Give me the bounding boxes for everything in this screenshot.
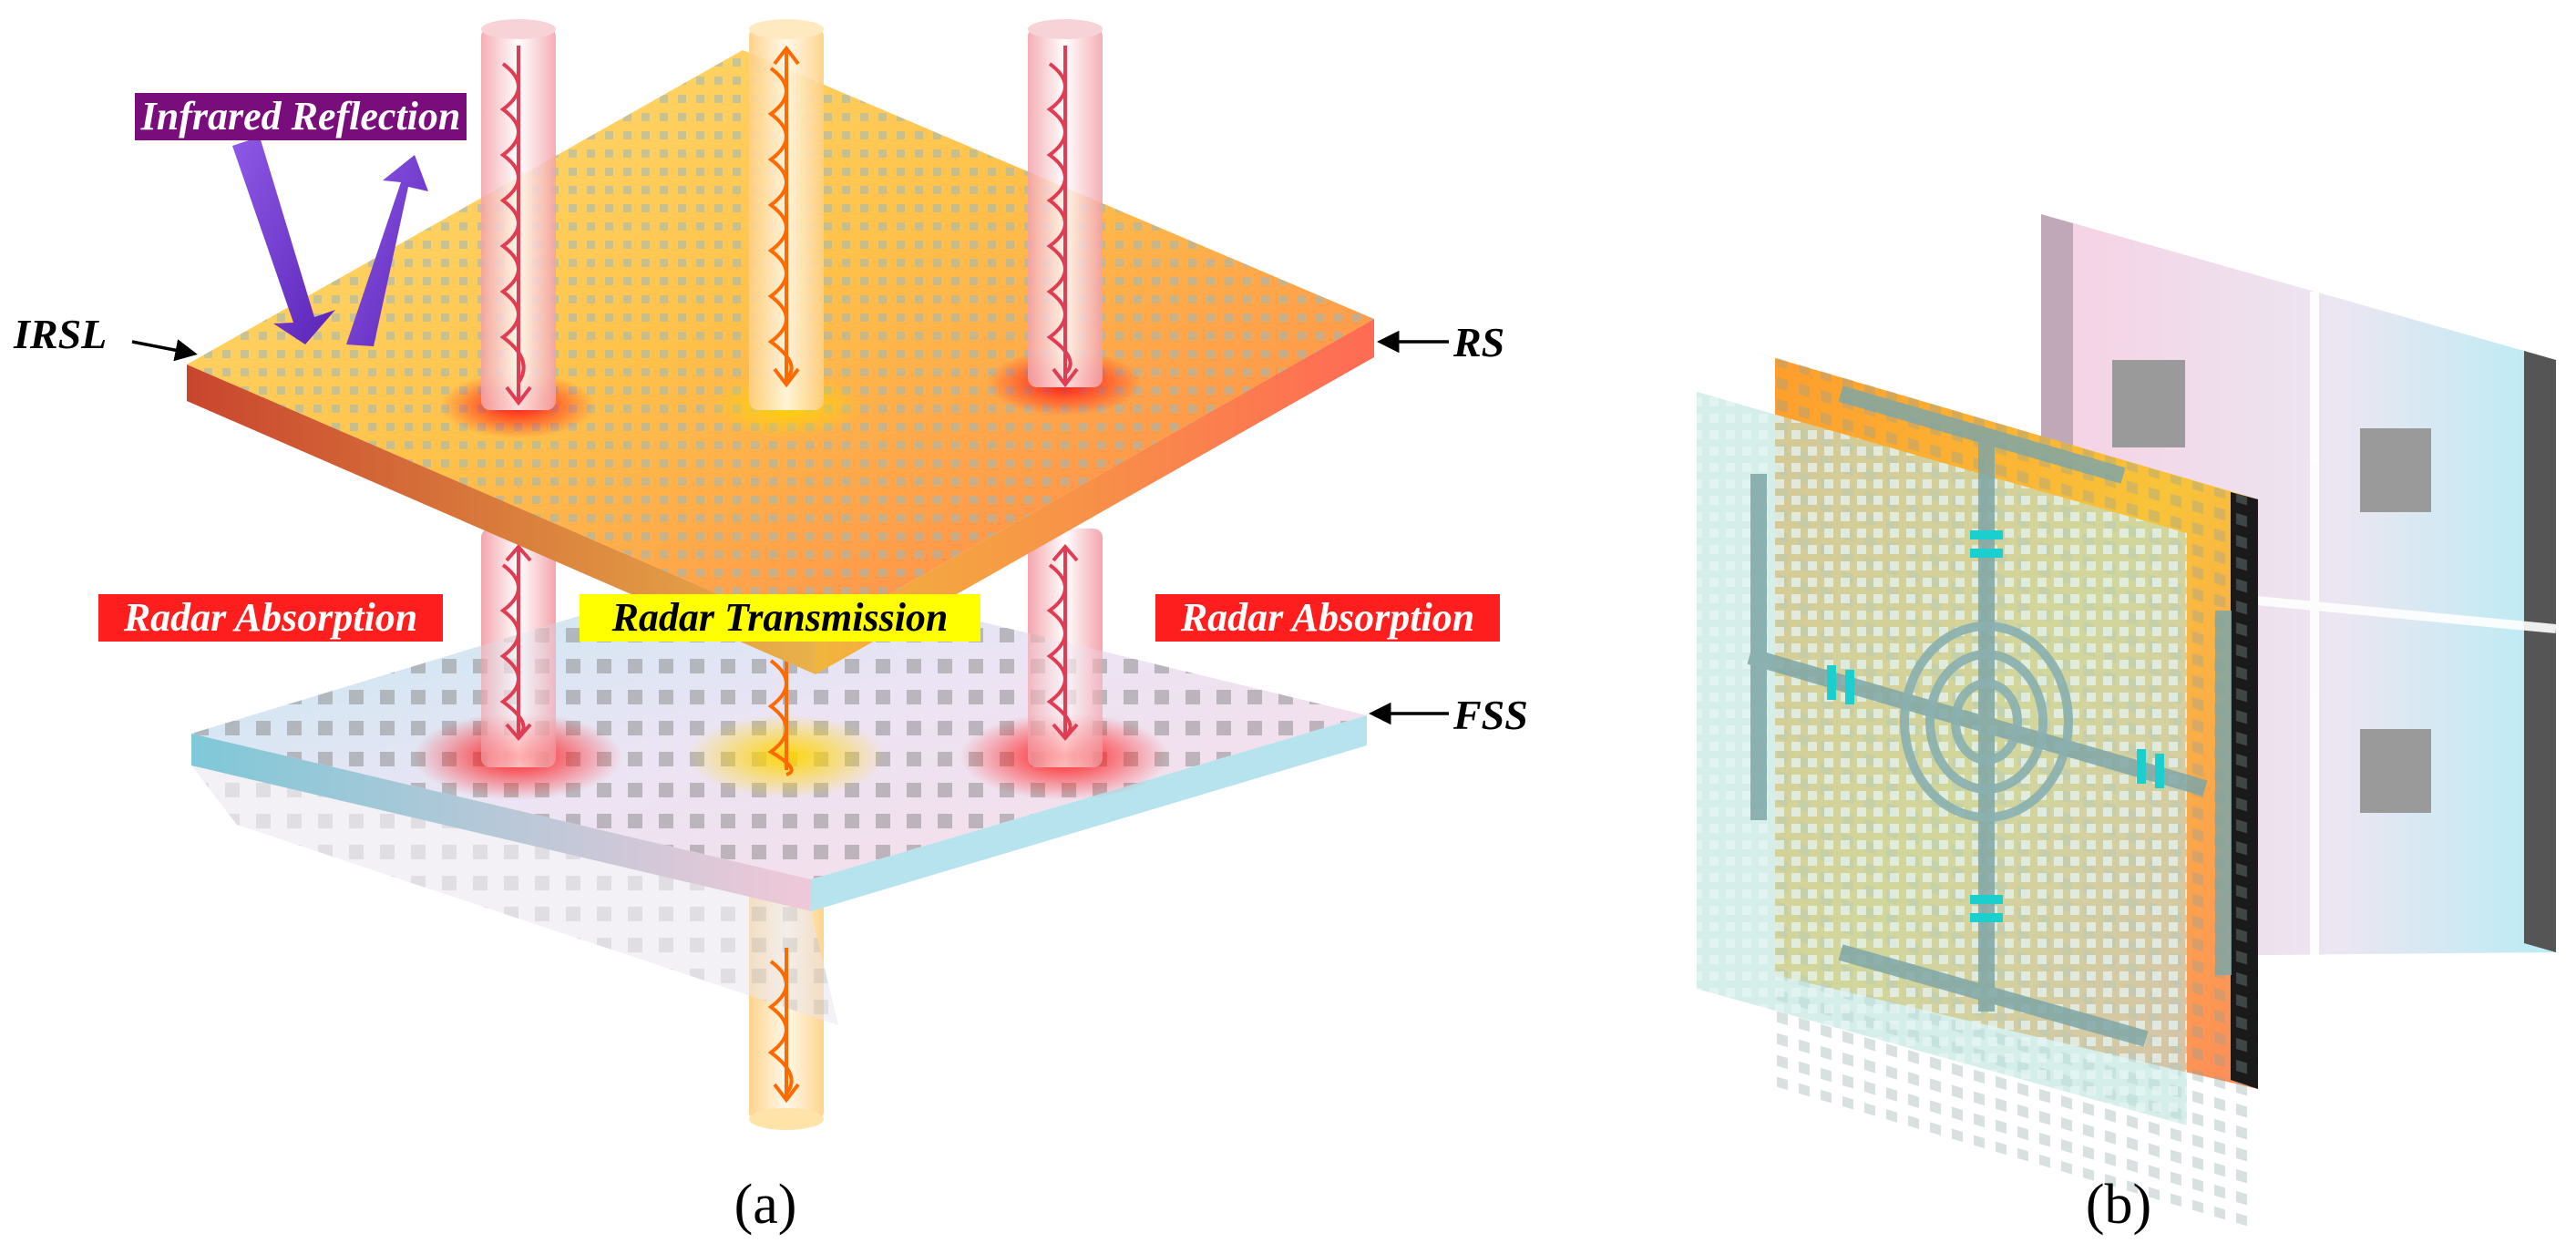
panel-a: Infrared Reflection Radar Absorption Rad… <box>13 19 1528 1236</box>
radar-transmission-tag: Radar Transmission <box>580 594 980 642</box>
pointer-arrows <box>131 330 1449 725</box>
radar-transmission-label: Radar Transmission <box>611 595 949 640</box>
patch-3 <box>2360 729 2431 813</box>
caption-b: (b) <box>2086 1174 2151 1236</box>
patch-1 <box>2112 360 2185 447</box>
upper-wave-right <box>1046 46 1079 388</box>
radar-absorption-left-label: Radar Absorption <box>123 595 417 640</box>
upper-wave-center <box>767 45 800 388</box>
radar-absorption-left-tag: Radar Absorption <box>98 594 443 642</box>
radar-absorption-right-label: Radar Absorption <box>1180 595 1474 640</box>
panel-b: (b) <box>1697 214 2557 1236</box>
infrared-reflection-label: Infrared Reflection <box>140 94 461 139</box>
infrared-arrows <box>232 137 428 346</box>
lower-wave-left <box>499 543 532 742</box>
upper-wave-left <box>499 46 532 406</box>
resistor-marks <box>1827 530 2164 922</box>
irsl-label: IRSL <box>13 311 107 357</box>
lower-wave-right <box>1046 543 1079 742</box>
radar-absorption-right-tag: Radar Absorption <box>1155 594 1500 642</box>
fss-label: FSS <box>1452 692 1528 738</box>
rs-label: RS <box>1452 319 1504 365</box>
infrared-reflection-tag: Infrared Reflection <box>135 93 467 140</box>
patch-2 <box>2360 428 2431 512</box>
ring-resonator <box>1900 622 2073 822</box>
lower-wave-center <box>767 637 800 1104</box>
caption-a: (a) <box>734 1174 797 1236</box>
